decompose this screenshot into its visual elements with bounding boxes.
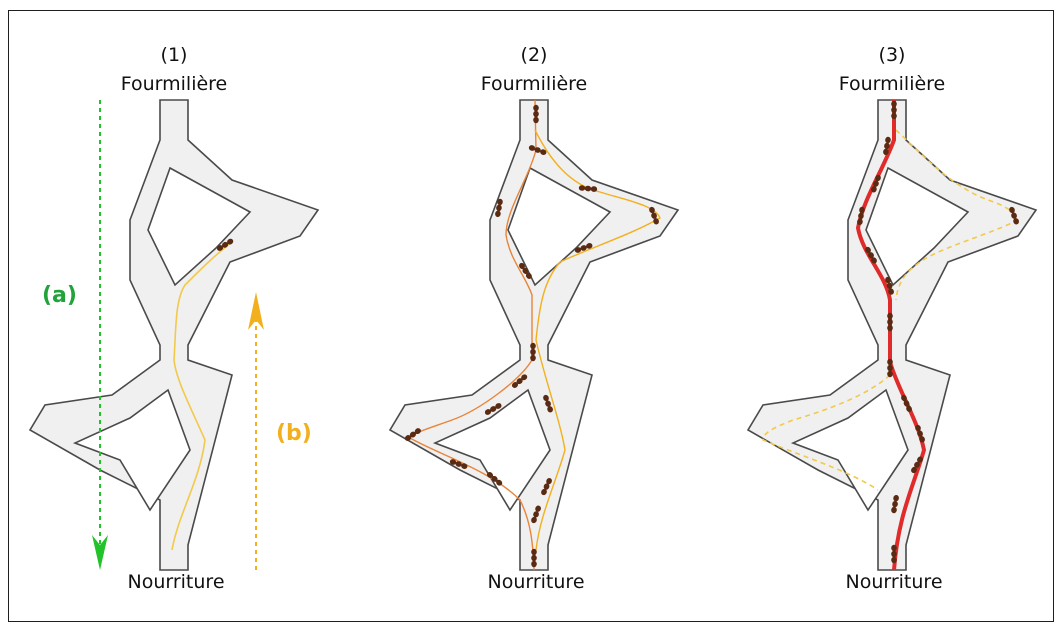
panel-2-bottom-label: Nourriture xyxy=(487,571,584,593)
ant-3a xyxy=(891,100,897,120)
panel-3-number: (3) xyxy=(879,44,906,66)
ant-3n xyxy=(891,544,897,564)
arrow-a xyxy=(92,100,108,570)
panel-1-number: (1) xyxy=(161,44,188,66)
trail-2-right xyxy=(534,129,661,551)
trail-2-left xyxy=(408,99,537,571)
ant-3h xyxy=(887,312,893,332)
trail-1 xyxy=(171,241,233,551)
panel-3: (3) Fourmilière Nourriture xyxy=(747,44,1037,593)
panel-3-top-label: Fourmilière xyxy=(839,73,946,95)
panel-3-bottom-label: Nourriture xyxy=(845,571,942,593)
arrow-b xyxy=(248,292,264,570)
corridor-2 xyxy=(389,99,679,571)
panel-1: (a) (b) (1) Fourmilière Nourriture xyxy=(29,44,319,593)
ant-2q xyxy=(531,548,537,568)
arrow-a-label: (a) xyxy=(42,283,77,308)
ant-2h xyxy=(530,342,536,362)
panel-2-number: (2) xyxy=(521,44,548,66)
panel-1-bottom-label: Nourriture xyxy=(127,571,224,593)
panel-1-top-label: Fourmilière xyxy=(121,73,228,95)
corridor-1 xyxy=(29,99,319,571)
ant-3i xyxy=(887,358,893,378)
arrow-b-label: (b) xyxy=(276,421,312,446)
panel-2: (2) Fourmilière Nourriture xyxy=(389,44,679,593)
panel-2-top-label: Fourmilière xyxy=(481,73,588,95)
ant-2a xyxy=(533,104,539,124)
